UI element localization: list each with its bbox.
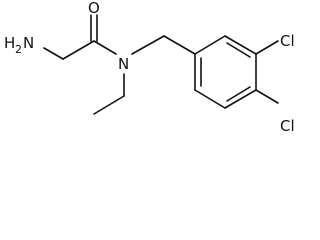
bond-ethyl-ch3 [93, 95, 125, 115]
carbonyl-oxygen-label: O [88, 0, 100, 17]
bond-carbonyl-n [93, 40, 117, 55]
bond-lines [43, 14, 279, 115]
amide-nitrogen-label: N [118, 55, 129, 73]
ring-inner-double-1 [226, 42, 251, 58]
bond-n-benzyl [131, 35, 165, 55]
amine-subscript-label: 2 [15, 43, 22, 56]
chlorine-lower-label: Cl [280, 117, 295, 135]
amine-h-label: H [4, 34, 15, 52]
ring-bond-2 [224, 35, 257, 55]
ring-inner-double-2 [226, 86, 251, 102]
chemical-structure-diagram: H 2 N O N Cl Cl [4, 0, 295, 135]
bond-ring-cl-lower [255, 89, 279, 104]
ring-bond-1 [194, 35, 226, 55]
ring-bond-5 [194, 89, 226, 109]
bond-benzyl-ring [163, 35, 196, 55]
bond-ring-cl-upper [255, 40, 279, 55]
bond-amine-ch2 [43, 47, 64, 60]
amine-n-label: N [23, 34, 34, 52]
ring-bond-4 [224, 89, 257, 109]
bond-ch2-carbonyl [62, 40, 95, 60]
chlorine-upper-label: Cl [280, 32, 295, 50]
atom-labels: H 2 N O N Cl Cl [4, 0, 295, 135]
